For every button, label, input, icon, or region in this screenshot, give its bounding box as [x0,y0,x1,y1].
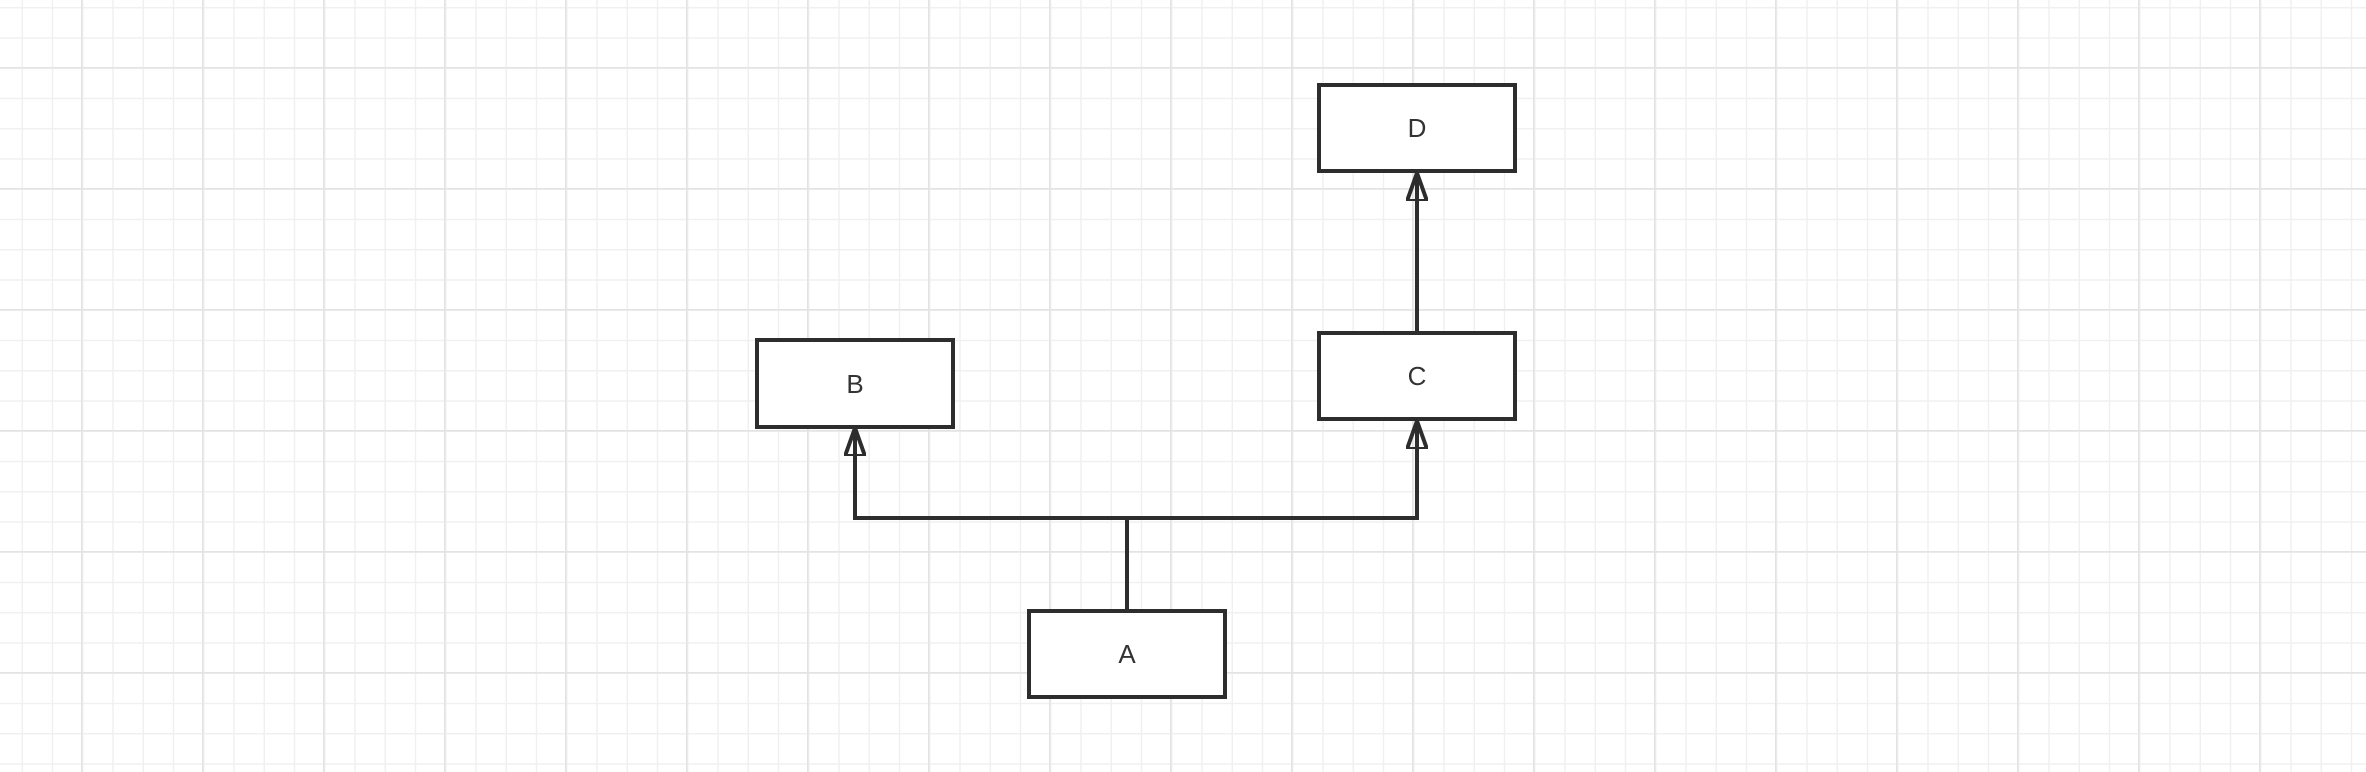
node-label: C [1407,361,1427,391]
node-label: D [1407,113,1427,143]
edge-A-C[interactable] [1125,423,1417,609]
node-B[interactable]: B [755,338,955,429]
node-label: B [846,368,864,399]
node-A[interactable]: A [1027,609,1227,699]
node-C[interactable]: C [1317,331,1517,421]
node-label: A [1118,639,1136,669]
edge-A-B[interactable] [855,430,1129,609]
node-D[interactable]: D [1317,83,1517,173]
